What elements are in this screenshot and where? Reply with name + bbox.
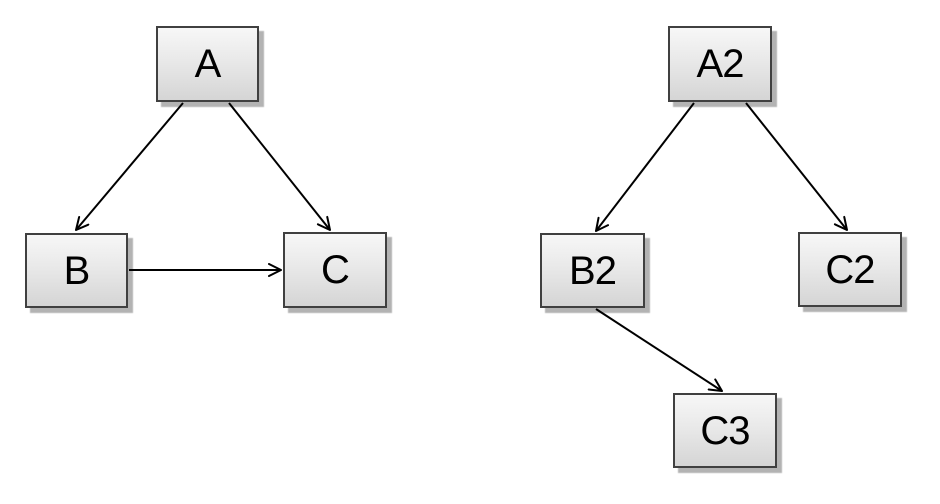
node-label-c2: C2 (825, 247, 875, 292)
diagram-node-a: A (156, 26, 259, 102)
node-label-b: B (63, 248, 91, 293)
diagram-node-b2: B2 (540, 233, 645, 308)
diagram-node-b: B (25, 233, 128, 308)
edge-a-to-c (228, 102, 331, 231)
diagram-node-c: C (283, 232, 387, 308)
diagram-node-a2: A2 (668, 26, 772, 102)
node-label-c3: C3 (700, 408, 750, 453)
diagram-node-c3: C3 (673, 393, 777, 468)
diagram-node-c2: C2 (798, 232, 902, 307)
edge-a-to-b (75, 102, 184, 231)
edge-a2-to-c2 (745, 102, 848, 231)
node-label-a: A (194, 42, 222, 86)
edge-b2-to-c3 (595, 308, 723, 392)
node-label-a2: A2 (696, 42, 745, 86)
edge-a2-to-b2 (595, 102, 695, 232)
node-label-b2: B2 (569, 248, 617, 293)
node-label-c: C (321, 248, 350, 292)
